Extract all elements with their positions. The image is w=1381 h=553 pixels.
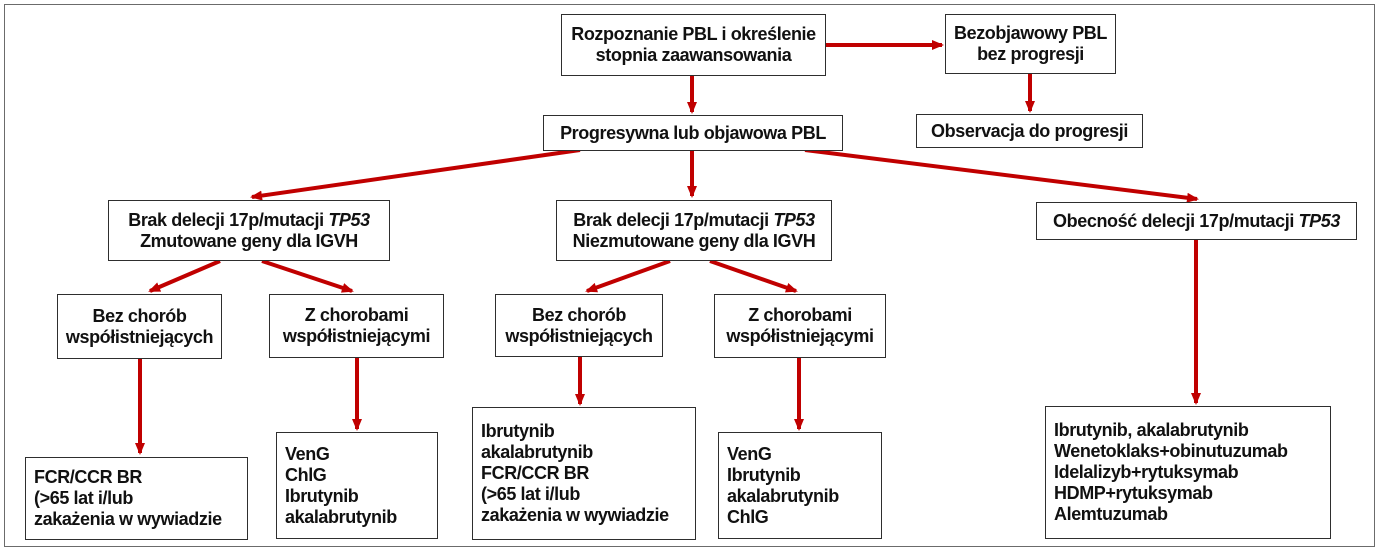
node-a-with-comorbidities: Z chorobami współistniejącymi <box>269 294 444 358</box>
diagram-frame <box>4 4 1375 547</box>
treatment-a-without: FCR/CCR BR (>65 lat i/lub zakażenia w wy… <box>25 457 248 540</box>
arrow-group-b-to-with <box>709 259 798 293</box>
treatment-a-with: VenG ChlG Ibrutynib akalabrutynib <box>276 432 438 539</box>
arrow-progressive-to-group-c <box>804 148 1199 203</box>
arrow-group-a-to-with <box>261 259 354 293</box>
arrow-group-a-to-without <box>148 259 221 293</box>
node-observation: Observacja do progresji <box>916 114 1143 148</box>
node-group-b: Brak delecji 17p/mutacji TP53 Niezmutowa… <box>556 200 832 261</box>
node-progressive: Progresywna lub objawowa PBL <box>543 115 843 151</box>
node-b-with-comorbidities: Z chorobami współistniejącymi <box>714 294 886 358</box>
node-b-without-comorbidities: Bez chorób współistniejących <box>495 294 663 357</box>
arrow-progressive-to-group-a <box>250 148 581 201</box>
arrow-group-b-to-without <box>585 259 671 293</box>
node-group-c: Obecność delecji 17p/mutacji TP53 <box>1036 202 1357 240</box>
node-group-a: Brak delecji 17p/mutacji TP53 Zmutowane … <box>108 200 390 261</box>
node-asymptomatic: Bezobjawowy PBL bez progresji <box>945 14 1116 74</box>
node-diagnosis: Rozpoznanie PBL i określenie stopnia zaa… <box>561 14 826 76</box>
treatment-c: Ibrutynib, akalabrutynib Wenetoklaks+obi… <box>1045 406 1331 539</box>
treatment-b-with: VenG Ibrutynib akalabrutynib ChlG <box>718 432 882 539</box>
node-a-without-comorbidities: Bez chorób współistniejących <box>57 294 222 359</box>
treatment-b-without: Ibrutynib akalabrutynib FCR/CCR BR (>65 … <box>472 407 696 540</box>
